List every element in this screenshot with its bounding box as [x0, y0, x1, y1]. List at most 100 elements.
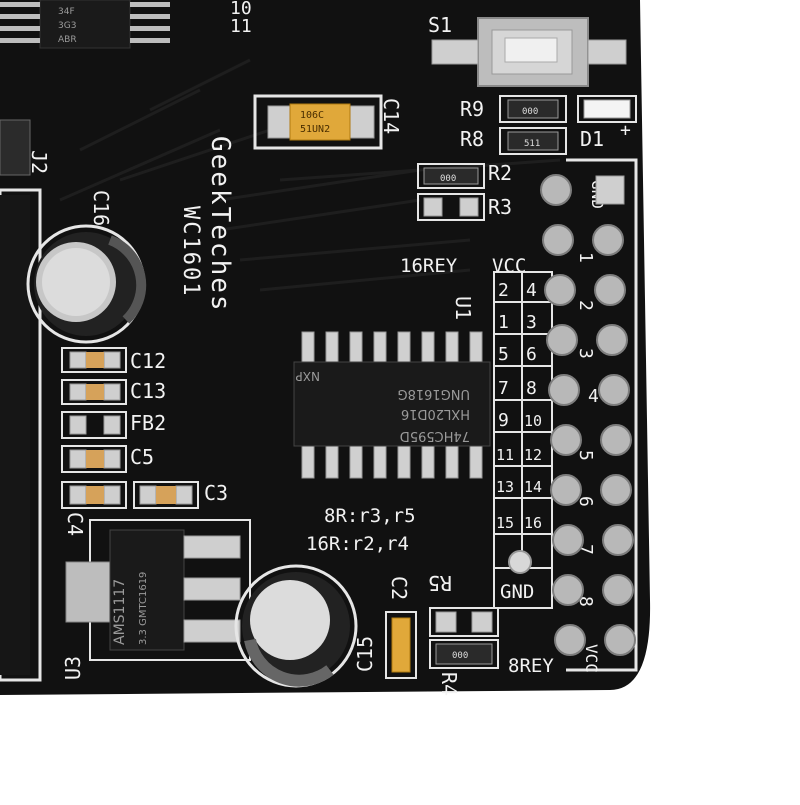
pin16-label-a4: 9 [498, 410, 509, 431]
c3-capacitor [133, 481, 199, 509]
pin16-label-a7: 15 [496, 514, 514, 532]
top-left-chip: 34F 3G3 ABR [0, 0, 170, 49]
u1-marking-2: HXL20D16 [401, 406, 470, 421]
connector-16-gnd: GND [500, 581, 534, 603]
label-c2: C2 [387, 576, 411, 600]
pin16-label-b7: 16 [524, 514, 542, 532]
pin16-label-a6: 13 [496, 478, 514, 496]
pin8-label-7: 7 [575, 544, 596, 555]
u3-regulator: AMS1117 3.3 GMTC1619 [65, 519, 251, 661]
svg-text:ABR: ABR [58, 35, 77, 45]
c4-capacitor [61, 481, 127, 509]
label-u1: U1 [451, 296, 475, 320]
connector-8-vcc: VCC [582, 644, 601, 673]
r9-marking: 000 [522, 107, 538, 117]
r8-marking: 511 [524, 139, 540, 149]
pin16-label-a5: 11 [496, 446, 514, 464]
label-c15: C15 [353, 636, 377, 672]
connector-16-pin-labels: 2 4 1 3 5 6 7 8 9 10 11 12 13 14 15 16 [496, 280, 542, 532]
board-branding: GeekTeches WC1601 [178, 136, 235, 313]
d1-led [577, 95, 637, 123]
r9-resistor: 000 [499, 95, 567, 123]
label-r8: R8 [460, 127, 484, 151]
label-c3: C3 [204, 481, 228, 505]
fb2-ferrite [61, 411, 127, 439]
label-d1-plus: + [620, 120, 631, 141]
pin8-label-6: 6 [575, 496, 596, 507]
label-top-11: 11 [230, 16, 252, 37]
label-s1: S1 [428, 13, 452, 37]
pin16-label-a2: 5 [498, 344, 509, 365]
pcb-board [0, 0, 651, 695]
tantalum-marking-1: 106C [300, 110, 324, 121]
pin8-label-1: 1 [575, 252, 596, 263]
pin8-label-5: 5 [575, 450, 596, 461]
note-16r: 16R:r2,r4 [306, 533, 409, 555]
note-8r: 8R:r3,r5 [324, 505, 416, 527]
connector-8-title: 8REY [508, 655, 554, 677]
pin8-label-2: 2 [575, 300, 596, 311]
tantalum-marking-2: 51UN2 [300, 124, 330, 135]
c2-capacitor [385, 611, 417, 679]
c16-capacitor [26, 224, 147, 344]
pin16-label-b4: 10 [524, 412, 542, 430]
pin16-label-b6: 14 [524, 478, 542, 496]
brand-name: GeekTeches [205, 136, 235, 313]
svg-text:34F: 34F [58, 7, 75, 17]
c14-capacitor: 106C 51UN2 [253, 94, 383, 150]
pin16-label-b0: 4 [526, 280, 537, 301]
pin8-label-4: 4 [588, 386, 599, 407]
r4-resistor: 000 [429, 639, 499, 669]
connector-8-pin-labels: 1 2 3 4 5 6 7 8 [575, 252, 599, 607]
header-pins [508, 174, 636, 656]
r8-resistor: 511 [499, 127, 567, 155]
pin16-label-a0: 2 [498, 280, 509, 301]
u3-marking-1: AMS1117 [112, 579, 128, 645]
pin16-label-a3: 7 [498, 378, 509, 399]
pin8-label-3: 3 [575, 348, 596, 359]
r2-resistor: 000 [417, 163, 485, 189]
u1-brand: NXP [296, 369, 320, 383]
r3-pads [417, 193, 485, 221]
header-outline [566, 158, 638, 672]
pin16-label-b5: 12 [524, 446, 542, 464]
label-c5: C5 [130, 445, 154, 469]
u1-marking-3: UNG1618G [398, 386, 470, 401]
c15-capacitor [234, 564, 358, 688]
label-top-10: 10 [230, 0, 252, 19]
label-c16: C16 [89, 190, 113, 226]
r4-marking: 000 [452, 651, 468, 661]
pcb-traces [59, 58, 561, 292]
label-fb2: FB2 [130, 411, 166, 435]
connector-16-vcc: VCC [492, 255, 526, 277]
connector-16rey [493, 271, 553, 609]
pin16-label-a1: 1 [498, 312, 509, 333]
u1-marking-1: 74HC595D [400, 428, 470, 443]
board-model: WC1601 [178, 206, 203, 297]
label-c13: C13 [130, 379, 166, 403]
r5-pads [429, 607, 499, 637]
u3-marking-2: 3.3 GMTC1619 [138, 572, 149, 645]
c13-capacitor [61, 379, 127, 405]
label-c14: C14 [379, 98, 403, 134]
label-r9: R9 [460, 97, 484, 121]
label-u3: U3 [61, 656, 85, 680]
j2-connector [0, 119, 42, 682]
pin16-label-b3: 8 [526, 378, 537, 399]
svg-text:3G3: 3G3 [58, 21, 76, 31]
u1-shift-register: 74HC595D HXL20D16 UNG1618G NXP [293, 331, 491, 479]
r2-marking: 000 [440, 174, 456, 184]
label-r2: R2 [488, 161, 512, 185]
pin16-label-b1: 3 [526, 312, 537, 333]
c5-capacitor [61, 445, 127, 473]
label-d1: D1 [580, 127, 604, 151]
c12-capacitor [61, 347, 127, 373]
label-c4: C4 [63, 512, 87, 536]
label-r4: R4 [437, 672, 461, 696]
label-r3: R3 [488, 195, 512, 219]
label-r5: R5 [428, 571, 452, 595]
label-j2: J2 [27, 150, 51, 174]
s1-pushbutton [431, 17, 627, 87]
connector-16-title: 16REY [400, 255, 458, 277]
